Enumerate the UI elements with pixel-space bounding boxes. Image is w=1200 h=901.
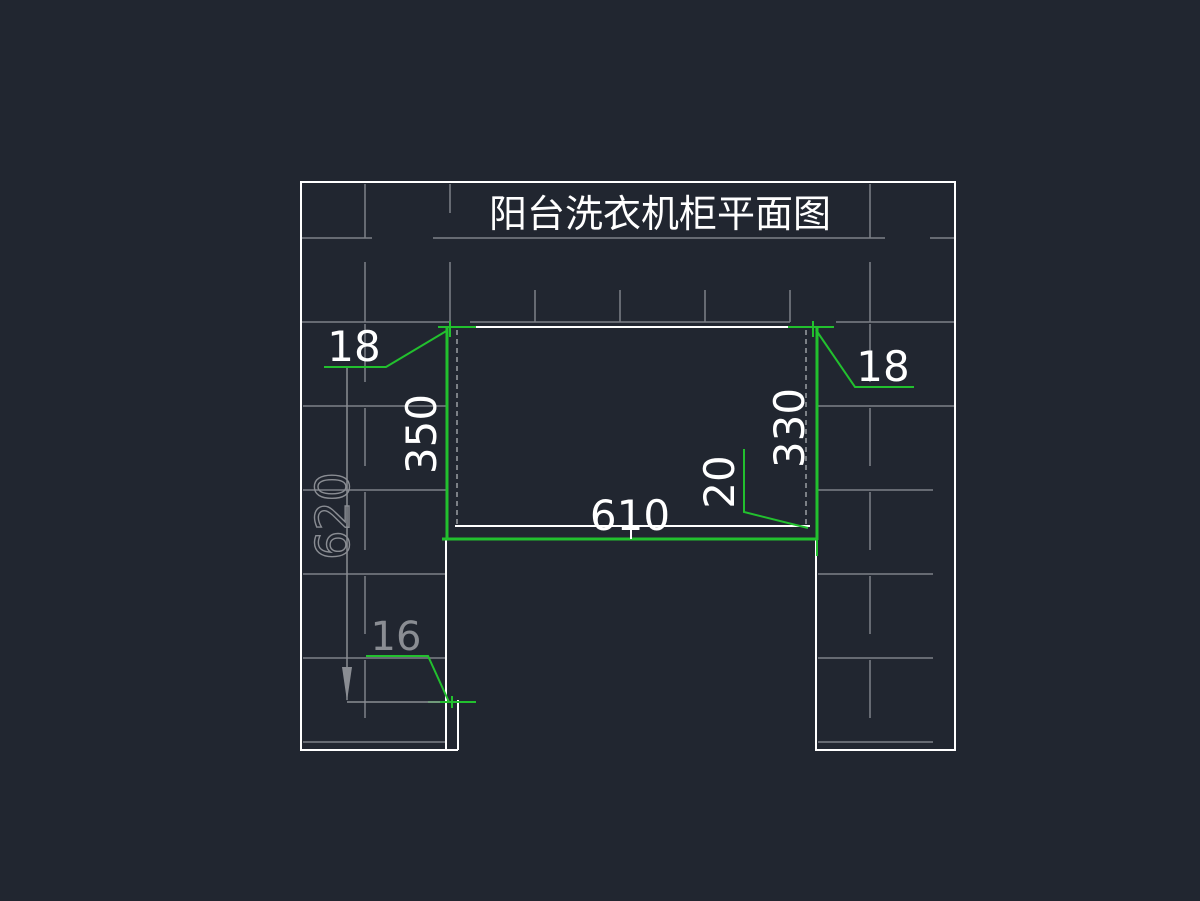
tile-grid: [301, 184, 955, 743]
dimension-leaders: [324, 321, 914, 708]
thick-top-right-text: 18: [856, 342, 909, 391]
wall-outline-left: [300, 181, 956, 751]
drawing-title: 阳台洗衣机柜平面图: [489, 192, 831, 236]
thick-top-left-text: 18: [327, 322, 380, 371]
leader-board-bottom: [366, 655, 450, 703]
wall-depth-text: 620: [306, 472, 360, 560]
board-bottom-text: 16: [371, 614, 422, 660]
wall-outline: [300, 181, 956, 751]
gap-text: 20: [695, 455, 744, 508]
cabinet: [442, 326, 819, 541]
depth-right-text: 330: [765, 388, 814, 468]
depth-left-text: 350: [397, 394, 446, 474]
wall-depth-arrow: [342, 667, 352, 701]
leader-thick-top-left: [324, 329, 449, 368]
wall-depth-dimension: 620 16: [305, 368, 440, 703]
leader-thick-top-right: [815, 329, 914, 388]
width-text: 610: [590, 491, 670, 540]
leader-gap: [743, 449, 809, 529]
